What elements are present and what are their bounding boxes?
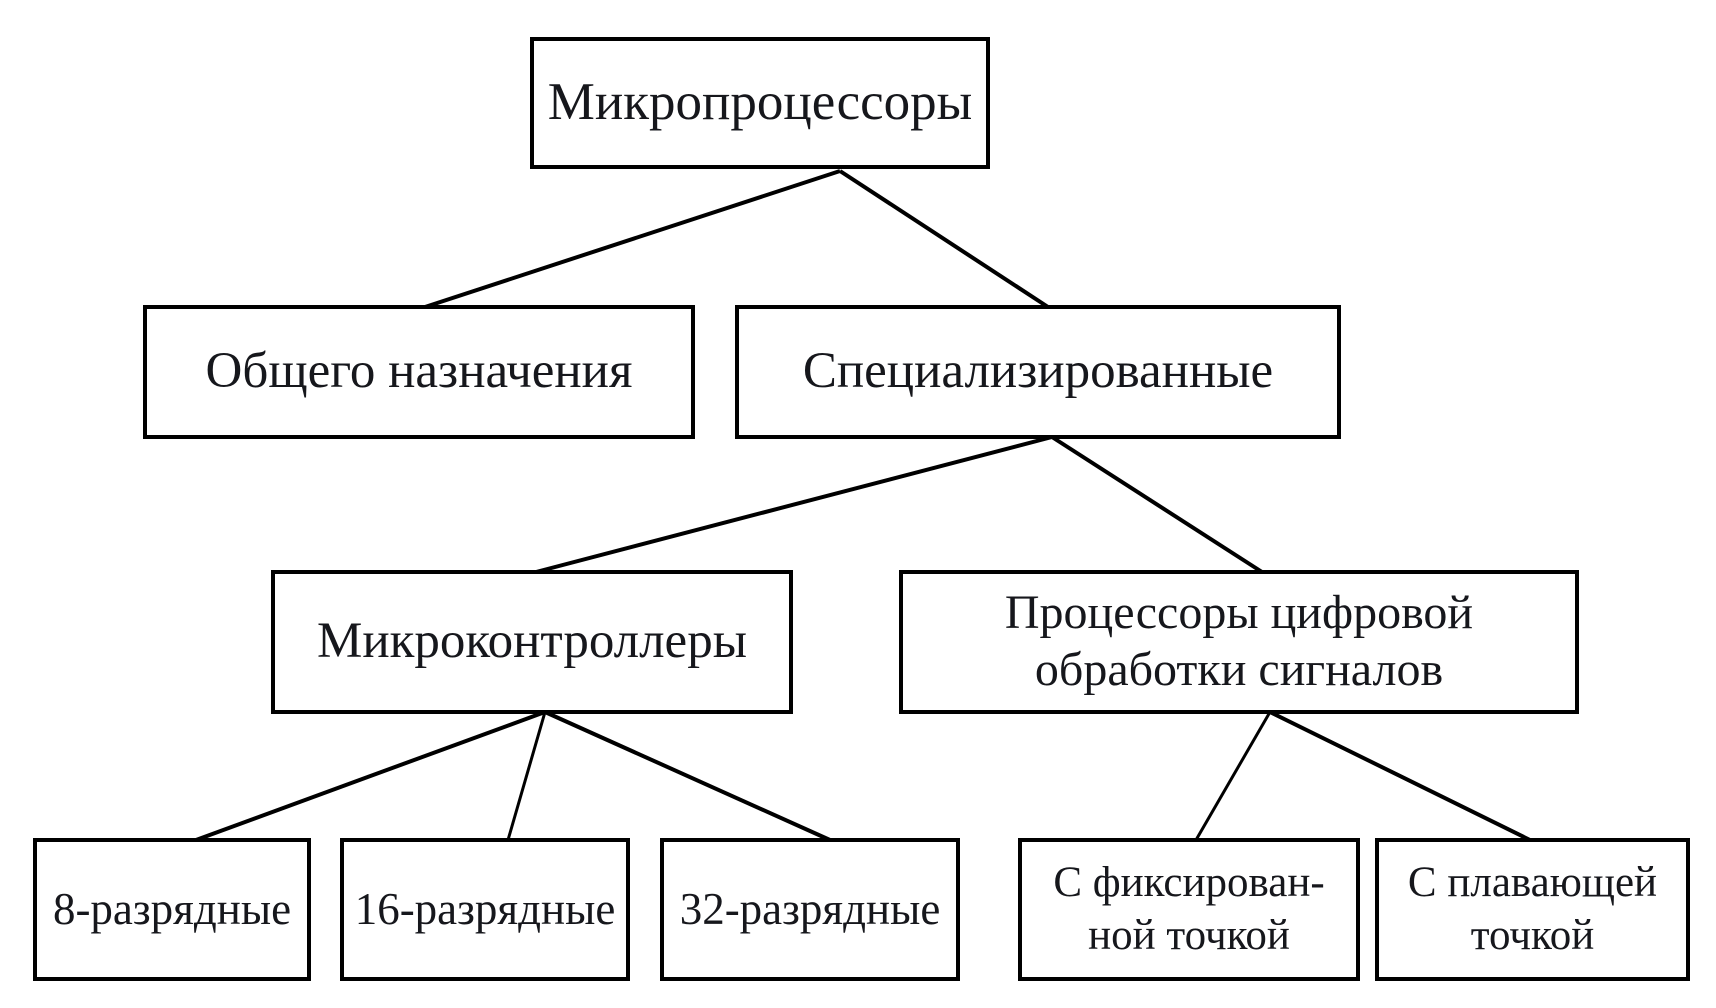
edge-microcontrollers-to-16bit: [506, 711, 547, 841]
node-floating-point[interactable]: С плавающей точкой: [1375, 838, 1690, 981]
node-specialized[interactable]: Специализированные: [735, 305, 1341, 439]
node-specialized-label: Специализированные: [802, 343, 1274, 400]
node-microcontrollers[interactable]: Микроконтроллеры: [271, 570, 793, 714]
node-microprocessors[interactable]: Микропроцессоры: [530, 37, 990, 169]
node-microprocessors-label: Микропроцессоры: [547, 73, 973, 132]
edge-microprocessors-to-general-purpose: [424, 169, 841, 309]
node-microcontrollers-label: Микроконтроллеры: [317, 613, 747, 670]
edge-microcontrollers-to-8bit: [195, 710, 546, 842]
edge-dsp-to-floating-point: [1269, 710, 1531, 842]
edge-specialized-to-microcontrollers: [535, 435, 1053, 574]
node-general-purpose[interactable]: Общего назначения: [143, 305, 695, 439]
node-8-bit-label: 8-разрядные: [52, 884, 292, 935]
node-general-purpose-label: Общего назначения: [205, 343, 633, 400]
edge-microcontrollers-to-32bit: [544, 710, 831, 842]
node-floating-point-label: С плавающей точкой: [1407, 859, 1658, 959]
node-8-bit[interactable]: 8-разрядные: [33, 838, 311, 981]
node-32-bit[interactable]: 32-разрядные: [660, 838, 960, 981]
node-fixed-point[interactable]: С фиксирован- ной точкой: [1018, 838, 1360, 981]
node-16-bit[interactable]: 16-разрядные: [340, 838, 630, 981]
node-32-bit-label: 32-разрядные: [679, 884, 941, 935]
node-digital-signal-processors-label: Процессоры цифровой обработки сигналов: [1004, 586, 1474, 696]
edge-microprocessors-to-specialized: [838, 169, 1050, 309]
edge-specialized-to-dsp: [1050, 435, 1264, 574]
node-fixed-point-label: С фиксирован- ной точкой: [1053, 859, 1325, 959]
node-16-bit-label: 16-разрядные: [354, 884, 616, 935]
node-digital-signal-processors[interactable]: Процессоры цифровой обработки сигналов: [899, 570, 1579, 714]
edge-dsp-to-fixed-point: [1194, 711, 1272, 841]
